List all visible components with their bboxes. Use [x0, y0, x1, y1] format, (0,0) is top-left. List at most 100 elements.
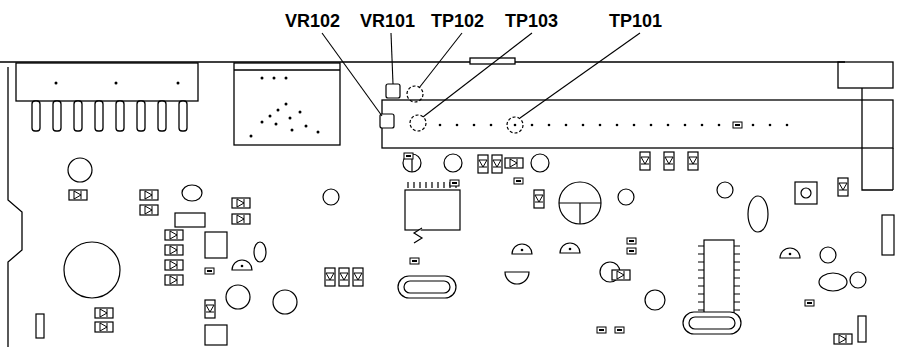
capacitor: [444, 154, 462, 172]
jumper: [175, 213, 205, 227]
shield-box: [234, 63, 340, 145]
crystal: [398, 276, 456, 298]
dot: [277, 109, 280, 112]
diode: [165, 230, 183, 240]
chip-part: [450, 180, 459, 186]
capacitor-mark: [559, 203, 601, 224]
dot: [289, 117, 292, 120]
resistor: [36, 314, 44, 338]
chip-part: [404, 153, 413, 159]
chip-part: [410, 258, 419, 264]
diode: [165, 260, 183, 270]
pin: [137, 101, 145, 131]
callout-label: TP103: [505, 11, 558, 31]
capacitor: [820, 247, 836, 263]
dot: [684, 124, 687, 127]
callout-label: TP102: [431, 11, 484, 31]
callout-label: TP101: [609, 11, 662, 31]
ic-pins: [408, 182, 456, 188]
capacitor: [850, 272, 866, 288]
dot: [769, 124, 772, 127]
inductor: [414, 228, 422, 243]
ic-pins: [698, 246, 740, 310]
solder-dots: [55, 77, 320, 138]
dot: [261, 121, 264, 124]
leader-line: [322, 33, 382, 116]
dot: [701, 124, 704, 127]
switch: [795, 182, 817, 204]
crystal-inner: [689, 317, 735, 329]
chip-part: [514, 178, 523, 184]
dot: [291, 129, 294, 132]
pin: [116, 101, 124, 131]
diode: [688, 152, 698, 170]
diode: [353, 268, 363, 286]
diode: [165, 275, 183, 285]
crystal-inner: [404, 281, 450, 293]
dot: [565, 124, 568, 127]
dot: [55, 82, 58, 85]
crystal: [683, 312, 741, 334]
shield-edge: [234, 69, 340, 70]
diode: [69, 190, 87, 200]
diode: [838, 178, 848, 196]
dot: [275, 123, 278, 126]
transistor: [205, 232, 227, 258]
capacitor: [819, 273, 847, 291]
chip-part: [733, 122, 742, 128]
dot: [261, 77, 264, 80]
connector-pins: [32, 101, 187, 131]
capacitor: [618, 189, 634, 205]
transistor: [560, 243, 580, 253]
dot: [599, 124, 602, 127]
callout-label: VR101: [360, 11, 415, 31]
pin: [179, 101, 187, 131]
dot: [752, 124, 755, 127]
callout-label: VR102: [285, 11, 340, 31]
capacitor: [323, 189, 339, 205]
diode: [205, 300, 215, 318]
pin: [74, 101, 82, 131]
capacitor: [273, 290, 297, 314]
diode: [140, 190, 158, 200]
diode: [140, 205, 158, 215]
dot: [456, 124, 459, 127]
leader-lines: [322, 33, 640, 118]
diode: [95, 322, 113, 332]
transistor: [505, 272, 529, 284]
dot: [269, 115, 272, 118]
pin: [53, 101, 61, 131]
resistor: [858, 316, 866, 342]
dot: [531, 124, 534, 127]
leader-line: [520, 33, 640, 118]
test-point-tp103: [410, 115, 426, 131]
dot: [305, 125, 308, 128]
chip-part: [805, 300, 814, 306]
capacitor: [403, 154, 421, 172]
capacitor: [531, 154, 549, 172]
dot: [439, 124, 442, 127]
dot: [582, 124, 585, 127]
leader-line: [419, 33, 462, 88]
dot: [473, 124, 476, 127]
capacitor: [254, 242, 266, 262]
dot: [650, 124, 653, 127]
capacitor: [68, 158, 92, 182]
dot: [177, 82, 180, 85]
diode: [612, 270, 630, 280]
capacitor: [182, 185, 202, 201]
dot: [299, 111, 302, 114]
transistor: [232, 260, 252, 270]
components: [36, 154, 894, 345]
jack-housing: [838, 62, 893, 88]
pin: [32, 101, 40, 131]
diode: [640, 152, 650, 170]
dot: [718, 124, 721, 127]
dot: [548, 124, 551, 127]
diode: [664, 152, 674, 170]
chip-part: [627, 238, 636, 244]
chip-part: [205, 268, 214, 274]
capacitor: [717, 182, 733, 198]
